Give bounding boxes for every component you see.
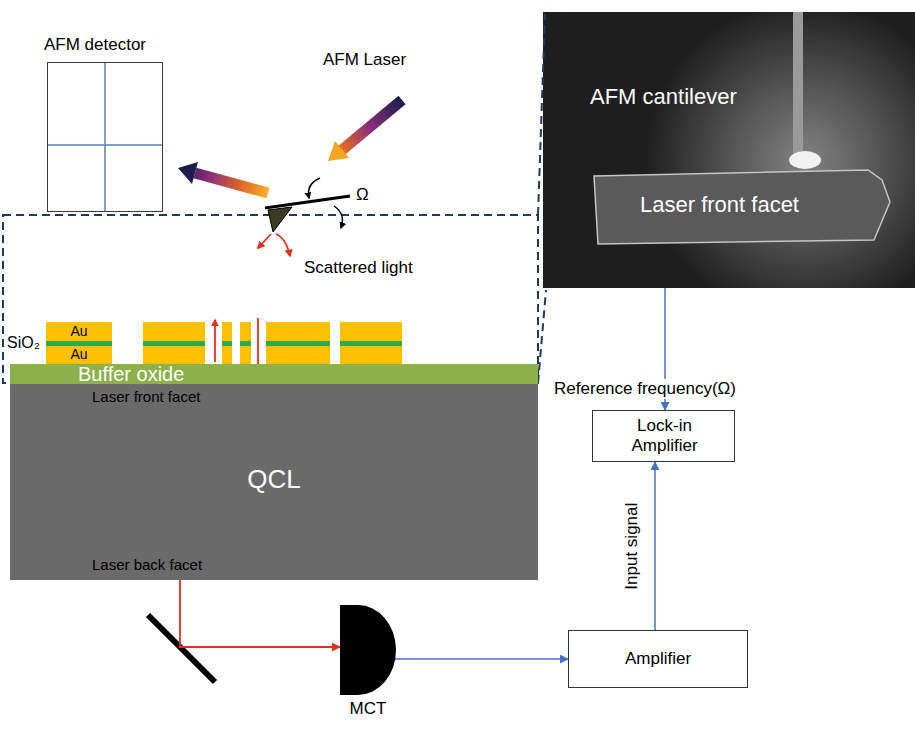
zoom-line: [538, 290, 546, 383]
zoom-box: [3, 215, 538, 383]
node-text: AFM cantilever: [590, 84, 737, 110]
au-block: AuAu: [46, 322, 112, 364]
emission-arrow: [214, 320, 216, 362]
scattered-light: [258, 234, 290, 256]
reflected-beam: [195, 173, 268, 193]
detector-symbol: [340, 605, 396, 695]
sio2-layer: [143, 341, 205, 346]
lock-in-box: Lock-in Amplifier: [592, 410, 735, 462]
beam-head: [178, 162, 198, 184]
au-block: [340, 322, 402, 364]
frequency-symbol: Ω: [356, 185, 369, 205]
sio2-layer: [266, 341, 330, 346]
zoom-outline: [3, 14, 546, 383]
amplifier-box: Amplifier: [568, 630, 748, 688]
cantilever: [265, 178, 350, 232]
quadrant-line: [47, 144, 163, 146]
sio2-layer: [222, 341, 232, 346]
node-text: Laser front facet: [640, 192, 799, 218]
connector-arrow: [395, 658, 568, 660]
au-block: [222, 322, 232, 364]
scatter-arrow: [276, 234, 290, 256]
signal-label: Input signal: [622, 501, 642, 592]
facet-image: [594, 170, 890, 244]
oscillation-arrow: [334, 206, 342, 228]
antenna-blocks: [143, 322, 402, 364]
node-text: AFM detector: [44, 35, 146, 55]
node-text: Au: [46, 323, 112, 340]
au-block: [266, 322, 330, 364]
node-text: Laser front facet: [92, 388, 200, 406]
photo-inset: AFM cantileverLaser front facet: [543, 12, 915, 288]
node-text: Lock-in Amplifier: [610, 416, 720, 457]
au-block: [240, 322, 251, 364]
connector-arrow: [654, 462, 656, 630]
node-text: Au: [46, 346, 112, 363]
beam-label: AFM Laser: [323, 50, 406, 70]
mirror: [148, 615, 215, 682]
quadrant-lines: [47, 62, 163, 212]
cantilever-beam: [265, 196, 350, 208]
scatter-arrow: [258, 234, 271, 248]
detector-shape: [340, 605, 396, 695]
layer-label: SiO₂: [7, 333, 40, 352]
node-text: MCT: [328, 699, 408, 719]
qcl-body: Laser front facetQCL Laser back facet: [10, 384, 538, 580]
detector-box: AFM detector: [47, 62, 163, 212]
tip-glow: [789, 151, 821, 169]
photo-inset: [543, 12, 915, 288]
node-text: Buffer oxide: [78, 362, 184, 386]
au-block: [143, 322, 205, 364]
quadrant-line: [104, 62, 106, 212]
sio2-layer: [240, 341, 251, 346]
node-text: Amplifier: [569, 649, 747, 669]
node-text: QCL: [10, 464, 538, 495]
photo-ground: [543, 12, 915, 288]
buffer-oxide-band: Buffer oxide: [10, 364, 538, 384]
oscillation-arrow: [308, 178, 320, 198]
cantilever-image: [793, 12, 803, 154]
laser-beam: [342, 100, 402, 150]
signal-label: Reference frequency(Ω): [552, 379, 738, 399]
connector-arrow: [180, 580, 340, 647]
afm-tip: [268, 207, 292, 232]
photo-glow: [543, 12, 915, 288]
beam-head: [328, 141, 349, 161]
beam-label: Scattered light: [304, 258, 413, 278]
sio2-layer: [340, 341, 402, 346]
zoom-line: [538, 14, 545, 215]
node-text: Laser back facet: [92, 556, 202, 574]
mct-detector: MCT: [340, 605, 396, 695]
afm-laser-beam: [178, 100, 402, 193]
